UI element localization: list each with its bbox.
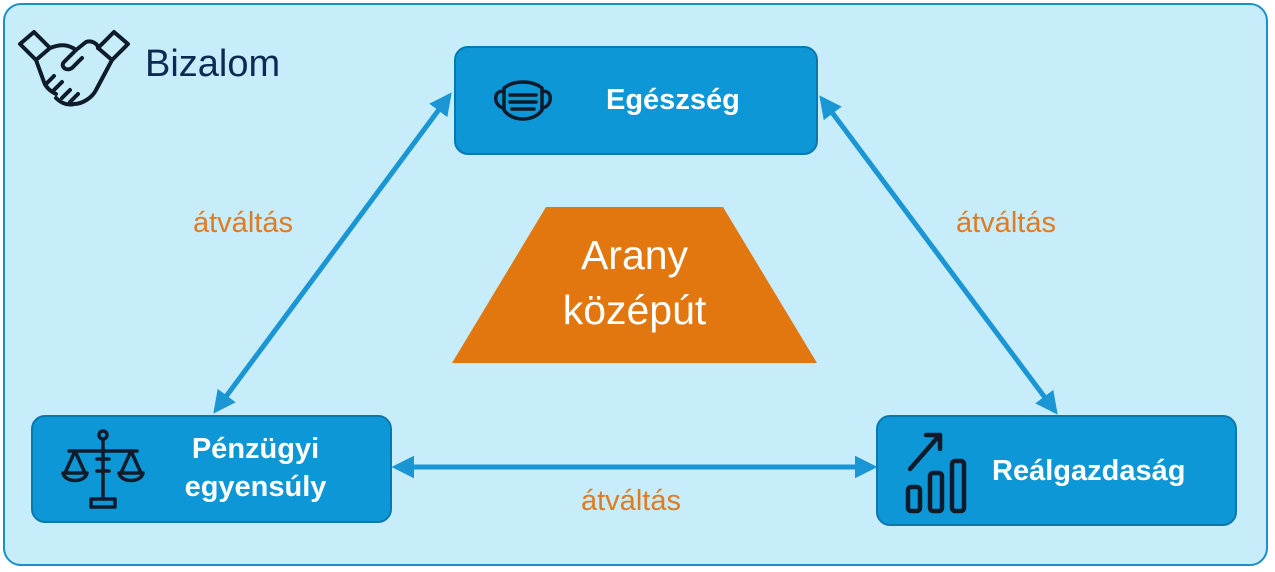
tradeoff-label-bottom: átváltás	[581, 485, 681, 517]
tradeoff-label-right: átváltás	[956, 207, 1056, 239]
arrow-health-economy	[819, 95, 1058, 415]
diagram-title: Bizalom	[145, 43, 281, 85]
node-finance-label-line2: egyensúly	[184, 470, 327, 503]
node-health-label: Egészség	[606, 84, 740, 116]
node-economy: Reálgazdaság	[876, 415, 1237, 526]
golden-mean-line2: középút	[562, 287, 707, 334]
scales-icon	[61, 429, 145, 509]
node-finance-label: Pénzügyi egyensúly	[173, 431, 338, 506]
golden-mean-label: Arany középút	[452, 228, 817, 339]
golden-mean-trapezoid	[452, 207, 817, 363]
arrow-health-finance	[213, 92, 452, 414]
node-economy-label: Reálgazdaság	[992, 455, 1186, 487]
handshake-icon	[18, 30, 130, 107]
tradeoff-label-left: átváltás	[193, 207, 293, 239]
node-finance-label-line1: Pénzügyi	[191, 433, 320, 465]
face-mask-icon	[494, 80, 552, 121]
node-health: Egészség	[454, 46, 818, 155]
golden-mean-line1: Arany	[580, 232, 689, 278]
chart-growth-icon	[905, 432, 967, 514]
node-finance: Pénzügyi egyensúly	[31, 415, 392, 523]
